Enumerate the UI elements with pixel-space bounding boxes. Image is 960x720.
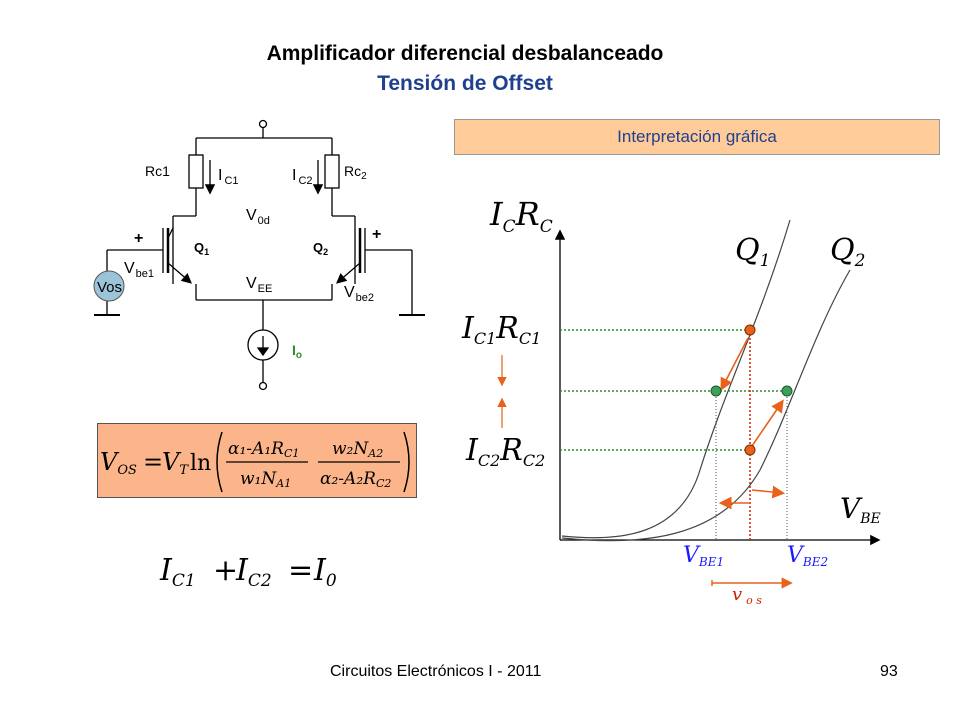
vee-label: VEE xyxy=(246,275,272,295)
svg-text:=: = xyxy=(143,448,163,476)
svg-text:ln: ln xyxy=(190,451,211,476)
q2-label: Q2 xyxy=(313,240,328,257)
q2-emitter-arrow xyxy=(336,262,361,284)
point-q1-eq xyxy=(710,385,722,397)
plus-left-label: + xyxy=(134,230,143,247)
io-label: Io xyxy=(292,342,302,361)
svg-text:=: = xyxy=(288,553,313,588)
vos-source xyxy=(93,270,125,302)
ic2rc2-label: IC2RC2 xyxy=(465,433,545,470)
svg-text:IC1: IC1 xyxy=(159,553,196,591)
point-q2-low xyxy=(744,444,756,456)
vcc-terminal xyxy=(258,119,268,129)
graph xyxy=(497,219,881,589)
point-q1-high xyxy=(744,324,756,336)
svg-text:I0: I0 xyxy=(313,553,337,591)
q1-label: Q1 xyxy=(194,240,209,257)
svg-text:VT: VT xyxy=(162,448,189,478)
rc1-label: Rc1 xyxy=(145,163,170,179)
y-axis-label: ICRC xyxy=(489,195,553,237)
current-sum-equation: IC1 + IC2 = I0 xyxy=(159,553,337,591)
vee-terminal xyxy=(258,381,268,391)
svg-text:α₂-A₂RC2: α₂-A₂RC2 xyxy=(320,469,391,490)
slide-subtitle: Tensión de Offset xyxy=(377,72,553,95)
vos-formula: VOS = VT ln α₁-A₁RC1 w₁NA1 w₂NA2 α₂-A₂RC… xyxy=(100,431,410,493)
vbe2-label: VBE2 xyxy=(787,543,828,569)
footer-course: Circuitos Electrónicos I - 2011 xyxy=(330,663,542,680)
plus-right-label: + xyxy=(372,226,381,243)
q1-emitter-arrow xyxy=(167,262,192,284)
q1-curve xyxy=(561,219,791,539)
q1-curve-label: Q1 xyxy=(735,233,770,271)
svg-text:w₁NA1: w₁NA1 xyxy=(240,469,291,490)
vos-label: Vos xyxy=(97,279,122,296)
vbe1-label: Vbe1 xyxy=(124,260,154,280)
rc2-label: Rc2 xyxy=(344,163,367,182)
circuit-diagram xyxy=(94,119,425,391)
vbe2-label: Vbe2 xyxy=(344,284,374,304)
resistor-rc2 xyxy=(324,154,340,189)
svg-text:VOS: VOS xyxy=(100,448,137,478)
slide-title: Amplificador diferencial desbalanceado xyxy=(266,42,664,65)
point-q2-eq xyxy=(781,385,793,397)
interpretation-label-box: Interpretación gráfica xyxy=(454,119,940,155)
resistor-rc1 xyxy=(188,154,204,189)
ic1rc1-label: IC1RC1 xyxy=(461,311,541,348)
svg-text:α₁-A₁RC1: α₁-A₁RC1 xyxy=(228,439,299,460)
svg-text:w₂NA2: w₂NA2 xyxy=(332,439,383,460)
page-number: 93 xyxy=(880,663,898,680)
formula-box xyxy=(97,423,417,498)
q2-curve-label: Q2 xyxy=(830,233,865,271)
v0d-label: V0d xyxy=(246,207,270,227)
vbe1-label: VBE1 xyxy=(683,543,724,569)
svg-text:+: + xyxy=(213,553,238,588)
x-axis-label: VBE xyxy=(840,492,881,527)
q2-curve xyxy=(561,269,851,542)
svg-text:IC2: IC2 xyxy=(235,553,272,591)
